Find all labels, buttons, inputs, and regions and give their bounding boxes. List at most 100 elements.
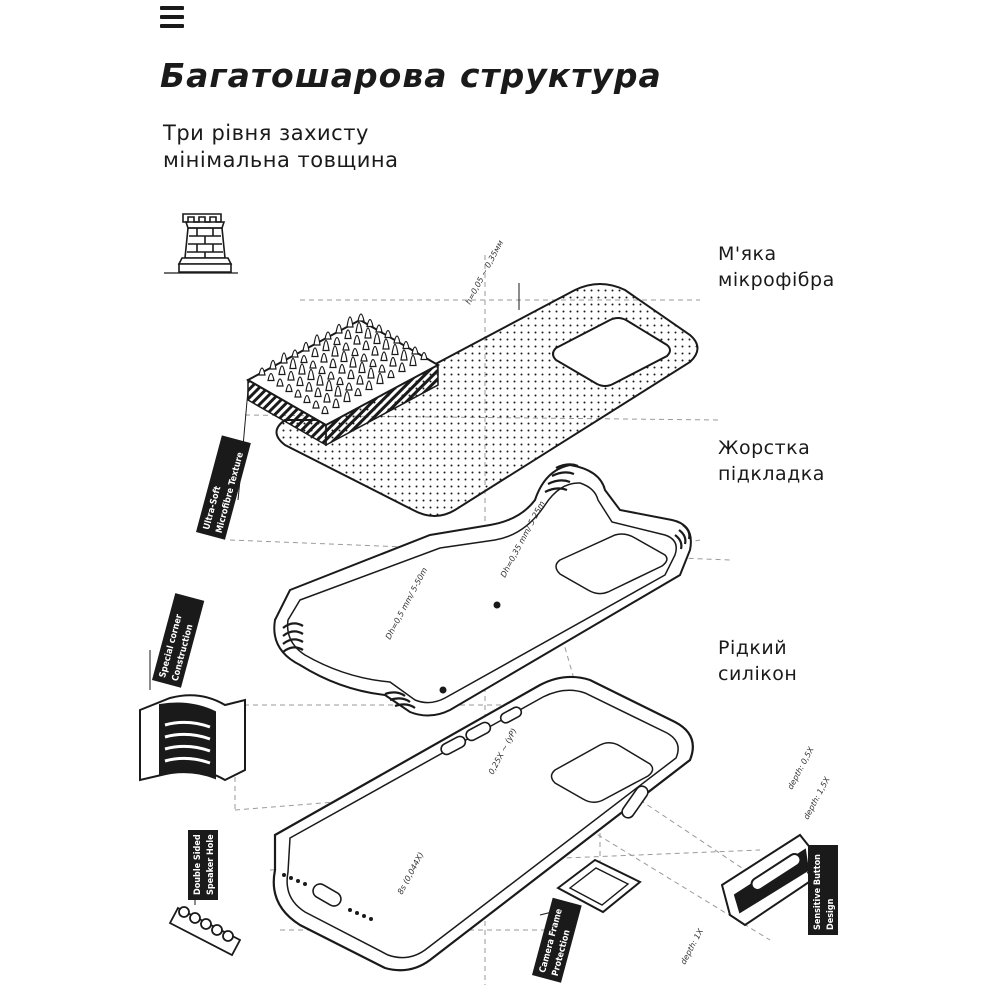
menu-icon-bar — [160, 6, 184, 10]
fibre-tuft — [369, 358, 377, 368]
subtitle: Три рівня захисту мінімальна товщина — [163, 120, 399, 174]
fibre-tuft — [332, 398, 340, 409]
fibre-tuft — [285, 383, 293, 393]
callout-text: Sensitive Button — [813, 854, 823, 930]
callout-tag-camera: Camera Frame Protection — [532, 897, 582, 983]
fibre-tuft — [360, 353, 368, 362]
dimension-text: depth: 1,5X — [802, 775, 832, 821]
layer-label-line-1: Жорстка — [718, 437, 811, 459]
speaker-detail — [168, 906, 242, 957]
frame-button-slots — [312, 706, 649, 907]
fibre-tuft — [351, 347, 359, 357]
fibre-tuft — [296, 376, 304, 387]
page-title: Багатошарова структура — [160, 56, 662, 95]
tower-icon — [164, 213, 238, 274]
button-detail — [720, 833, 817, 927]
fibre-tuft — [280, 352, 288, 364]
layer-label-microfiber: М'яка мікрофібра — [718, 241, 835, 293]
fibre-tuft — [355, 321, 363, 334]
callout-tag-speaker: Double Sided Speaker Hole — [188, 830, 218, 900]
fibre-tuft — [333, 336, 341, 346]
fibre-tuft — [347, 369, 355, 380]
fibre-tuft — [371, 345, 379, 356]
layer-label-line-2: силікон — [718, 663, 798, 685]
fibre-tuft — [336, 376, 344, 386]
fibre-tuft — [313, 334, 321, 346]
fibre-tuft — [375, 324, 383, 333]
fibre-tuft — [393, 335, 401, 344]
fibre-tuft — [267, 372, 275, 382]
microfiber-layer — [245, 283, 699, 517]
fibre-tuft — [364, 327, 372, 339]
fibre-tuft — [344, 329, 352, 340]
layer-label-silicone: Рідкий силікон — [718, 635, 797, 687]
callout-text: Design — [826, 898, 836, 930]
fibre-tuft — [287, 370, 295, 381]
fibre-tuft — [365, 380, 373, 391]
subtitle-line-2: мінімальна товщина — [163, 148, 399, 172]
speaker-dots — [282, 873, 373, 921]
layer-label-hard-shell: Жорстка підкладка — [718, 435, 825, 487]
fibre-tuft — [400, 349, 408, 361]
fibre-tuft — [324, 331, 332, 340]
fibre-tuft — [338, 363, 346, 374]
fibre-tuft — [345, 382, 353, 391]
fibre-tuft — [311, 347, 319, 358]
fibre-tuft — [356, 374, 364, 385]
fibre-tuft — [384, 329, 392, 339]
fibre-tuft — [358, 361, 366, 374]
silicone-frame-layer — [272, 675, 694, 972]
fibre-tuft — [305, 381, 313, 392]
fibre-tuft — [409, 354, 417, 367]
fibre-tuft — [312, 400, 320, 409]
fibre-tuft — [420, 351, 428, 361]
fibre-tuft — [276, 378, 284, 387]
fibre-tuft — [366, 318, 374, 328]
menu-icon[interactable] — [160, 6, 184, 28]
menu-icon-bar — [160, 15, 184, 19]
callout-tag-button: Sensitive Button Design — [808, 845, 838, 935]
fibre-tuft — [378, 364, 386, 373]
fibre-tuft — [382, 338, 390, 350]
fibre-tuft — [316, 374, 324, 386]
fibre-tuft — [342, 342, 350, 351]
camera-frame-piece — [556, 858, 642, 914]
fibre-tuft — [300, 354, 308, 364]
fibre-tuft — [323, 392, 331, 403]
callout-tag-microfiber: Ultra-Soft Microfibre Texture — [196, 435, 251, 540]
callout-tag-corner: Special corner Construction — [152, 593, 205, 688]
fibre-tuft — [380, 351, 388, 362]
fibre-tuft — [302, 341, 310, 352]
layer-label-line-1: Рідкий — [718, 637, 788, 659]
fibre-tuft — [309, 360, 317, 369]
fibre-tuft — [376, 372, 384, 385]
fibre-tuft — [278, 365, 286, 376]
shell-grip-ridges — [282, 463, 691, 709]
fibre-tuft — [307, 368, 315, 381]
fibre-tuft — [294, 389, 302, 398]
fibre-tuft — [321, 405, 329, 415]
fibre-tuft — [289, 357, 297, 370]
fibre-tuft — [354, 387, 362, 397]
fibre-tuft — [398, 362, 406, 373]
fibre-tuft — [258, 367, 266, 376]
layer-label-line-1: М'яка — [718, 243, 777, 265]
fibre-tuft — [367, 367, 375, 379]
fibre-tuft — [298, 363, 306, 375]
menu-icon-bar — [160, 24, 184, 28]
fibre-tuft — [327, 371, 335, 380]
fibre-tuft — [329, 358, 337, 369]
fibre-tuft — [318, 365, 326, 375]
fibre-tuft — [343, 390, 351, 403]
fibre-tuft — [314, 387, 322, 398]
fibre-tuft — [389, 356, 397, 367]
fibre-tuft — [334, 385, 342, 397]
fibre-tuft — [322, 339, 330, 352]
layer-label-line-2: мікрофібра — [718, 269, 835, 291]
fibre-tuft — [411, 346, 419, 355]
fibre-tuft — [335, 323, 343, 334]
fibre-tuft — [349, 356, 357, 368]
callout-text: Speaker Hole — [206, 834, 216, 895]
corner-detail — [139, 694, 246, 782]
